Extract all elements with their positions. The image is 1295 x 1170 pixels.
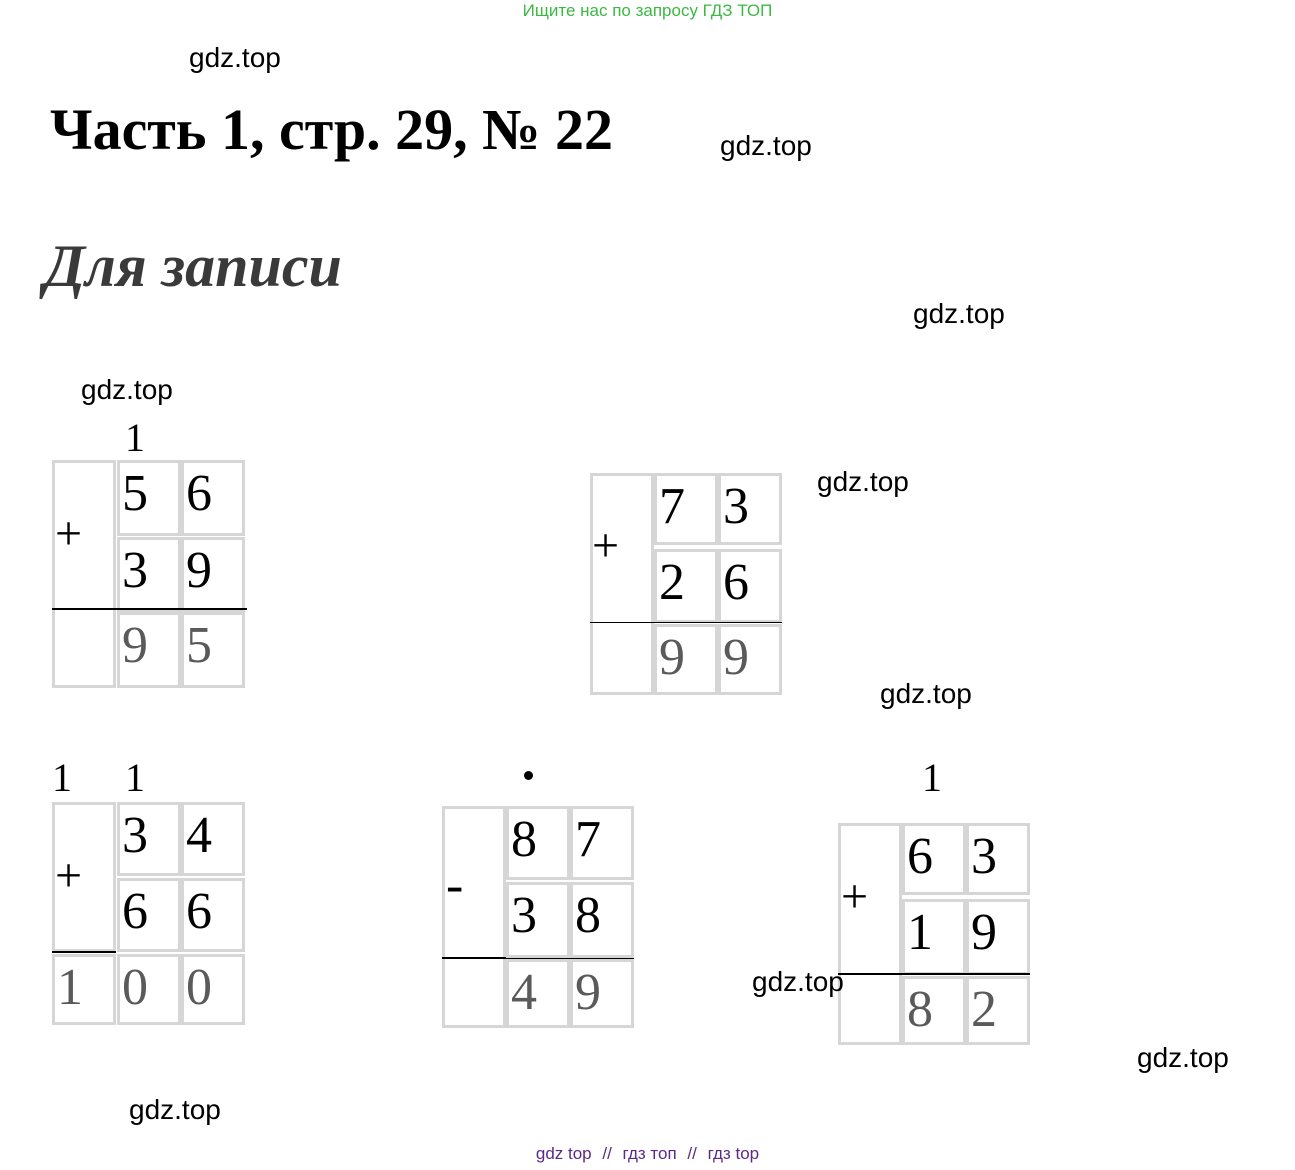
watermark: gdz.top bbox=[1137, 1042, 1229, 1073]
operator-cell bbox=[838, 823, 902, 1045]
digit-cell: 6 bbox=[718, 549, 782, 623]
digit-cell: 3 bbox=[506, 882, 570, 958]
footer-link[interactable]: гдз топ bbox=[622, 1144, 677, 1163]
result-cell: 0 bbox=[181, 954, 245, 1025]
digit-cell: 2 bbox=[654, 549, 718, 623]
result-cell: 8 bbox=[902, 976, 966, 1045]
result-cell: 2 bbox=[966, 976, 1030, 1045]
plus-sign: + bbox=[592, 519, 620, 572]
watermark: gdz.top bbox=[189, 42, 281, 73]
result-cell: 9 bbox=[654, 624, 718, 695]
digit-cell: 5 bbox=[117, 460, 181, 536]
carry-digit: 1 bbox=[125, 415, 145, 460]
digit-cell: 4 bbox=[181, 802, 245, 876]
result-cell: 4 bbox=[506, 959, 570, 1028]
page-title: Часть 1, стр. 29, № 22 bbox=[50, 97, 613, 162]
digit-cell: 8 bbox=[570, 882, 634, 958]
digit-cell: 6 bbox=[902, 823, 966, 895]
minus-sign: - bbox=[446, 857, 464, 914]
digit-cell: 7 bbox=[570, 806, 634, 880]
digit-cell: 3 bbox=[117, 802, 181, 876]
difference-line bbox=[442, 957, 506, 959]
watermark: gdz.top bbox=[817, 466, 909, 497]
sum-line bbox=[590, 622, 782, 623]
result-cell: 0 bbox=[117, 954, 181, 1025]
plus-sign: + bbox=[841, 870, 869, 923]
operator-cell bbox=[442, 806, 506, 1028]
plus-sign: + bbox=[55, 507, 83, 560]
watermark: gdz.top bbox=[913, 298, 1005, 329]
result-cell: 9 bbox=[117, 612, 181, 688]
footer-separator: // bbox=[687, 1144, 697, 1163]
digit-cell: 9 bbox=[966, 899, 1030, 975]
operator-cell bbox=[590, 473, 654, 695]
watermark: gdz.top bbox=[880, 678, 972, 709]
footer-links: gdz top // гдз топ // гдз top bbox=[0, 1144, 1295, 1164]
sum-line bbox=[838, 973, 1030, 975]
digit-cell: 9 bbox=[181, 537, 245, 613]
result-cell: 1 bbox=[52, 954, 116, 1025]
watermark: gdz.top bbox=[720, 130, 812, 161]
carry-digit: 1 bbox=[125, 755, 145, 800]
page-subtitle: Для записи bbox=[44, 233, 342, 299]
operator-cell bbox=[52, 460, 116, 688]
footer-link[interactable]: gdz top bbox=[535, 1144, 592, 1163]
digit-cell: 6 bbox=[181, 460, 245, 536]
digit-cell: 6 bbox=[181, 878, 245, 952]
digit-cell: 8 bbox=[506, 806, 570, 880]
digit-cell: 7 bbox=[654, 473, 718, 545]
result-cell: 9 bbox=[718, 624, 782, 695]
result-cell: 9 bbox=[570, 959, 634, 1028]
watermark: gdz.top bbox=[752, 966, 844, 997]
borrow-dot bbox=[524, 771, 533, 780]
footer-link[interactable]: гдз top bbox=[707, 1144, 760, 1163]
difference-line bbox=[506, 958, 634, 959]
digit-cell: 1 bbox=[902, 899, 966, 975]
digit-cell: 3 bbox=[966, 823, 1030, 895]
watermark: gdz.top bbox=[129, 1094, 221, 1125]
sum-line bbox=[52, 608, 247, 610]
plus-sign: + bbox=[55, 849, 83, 902]
top-banner[interactable]: Ищите нас по запросу ГДЗ ТОП bbox=[522, 1, 773, 20]
carry-digit: 1 bbox=[52, 755, 72, 800]
watermark: gdz.top bbox=[81, 374, 173, 405]
sum-line bbox=[52, 951, 116, 953]
digit-cell: 3 bbox=[718, 473, 782, 545]
carry-digit: 1 bbox=[922, 755, 942, 800]
footer-separator: // bbox=[602, 1144, 612, 1163]
digit-cell: 3 bbox=[117, 537, 181, 613]
digit-cell: 6 bbox=[117, 878, 181, 952]
result-cell: 5 bbox=[181, 612, 245, 688]
operator-cell bbox=[52, 802, 116, 952]
